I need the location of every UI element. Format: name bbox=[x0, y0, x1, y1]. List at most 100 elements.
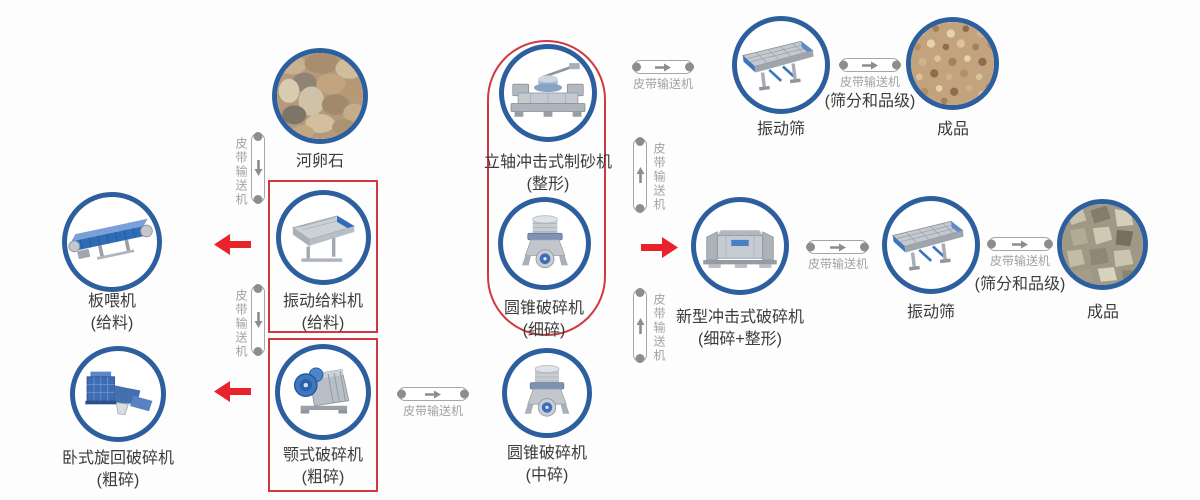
belt-conveyor-label: 皮带输送机 bbox=[989, 254, 1051, 268]
finished-product-top-label: 成品 bbox=[936, 121, 970, 138]
belt-conveyor-label: 皮带输送机 bbox=[652, 142, 666, 212]
vibrating-feeder-label: 振动给料机 bbox=[282, 293, 364, 310]
belt-conveyor-vsi-to-screen bbox=[632, 60, 694, 74]
conveyor-end-dot bbox=[860, 242, 869, 252]
horizontal-gyratory-crusher-sublabel: (粗碎) bbox=[96, 472, 140, 489]
screening-grading-mid-label: (筛分和品级) bbox=[974, 276, 1066, 293]
conveyor-end-dot bbox=[635, 137, 645, 146]
flow-arrow-left-to-plate-feeder bbox=[214, 234, 251, 255]
flow-arrow-left-to-gyratory bbox=[214, 381, 251, 402]
new-impact-crusher-icon bbox=[703, 230, 777, 268]
new-impact-crusher-node bbox=[691, 197, 789, 295]
new-impact-crusher-label: 新型冲击式破碎机 bbox=[675, 309, 805, 326]
conveyor-end-dot bbox=[253, 132, 263, 141]
finished-product-top-node bbox=[906, 17, 999, 110]
vibrating-feeder-node bbox=[276, 190, 371, 285]
jaw-crusher-label: 颚式破碎机 bbox=[282, 447, 364, 464]
arrow-up-icon bbox=[636, 317, 644, 334]
jaw-crusher-sublabel: (粗碎) bbox=[301, 469, 345, 486]
conveyor-end-dot bbox=[806, 242, 815, 252]
highlight-box-jaw-crusher bbox=[268, 338, 378, 492]
conveyor-end-dot bbox=[253, 195, 263, 204]
river-pebbles-node bbox=[272, 48, 368, 144]
belt-conveyor-label: 皮带输送机 bbox=[807, 257, 869, 271]
vibrating-screen-top-label: 振动筛 bbox=[756, 121, 806, 138]
conveyor-end-dot bbox=[685, 62, 694, 72]
cone-crusher-medium-sublabel: (中碎) bbox=[525, 467, 569, 484]
river-pebbles-icon bbox=[277, 53, 363, 139]
conveyor-end-dot bbox=[632, 62, 641, 72]
conveyor-end-dot bbox=[253, 284, 263, 293]
vsi-sand-maker-node bbox=[499, 44, 597, 142]
belt-conveyor-up-to-impact-row bbox=[633, 288, 647, 363]
conveyor-end-dot bbox=[635, 288, 645, 297]
finished-product-gravel-icon bbox=[1062, 204, 1143, 285]
screening-grading-top-label: (筛分和品级) bbox=[824, 93, 916, 110]
conveyor-end-dot bbox=[253, 347, 263, 356]
finished-product-sand-icon bbox=[911, 22, 994, 105]
belt-conveyor-feeder-to-jaw bbox=[251, 284, 265, 356]
belt-conveyor-screen-to-product-mid bbox=[987, 237, 1053, 251]
cone-crusher-medium-label: 圆锥破碎机 bbox=[506, 445, 588, 462]
arrow-right-icon bbox=[1012, 240, 1028, 248]
arrow-right-icon bbox=[655, 63, 671, 71]
conveyor-end-dot bbox=[839, 60, 848, 70]
plate-feeder-sublabel: (给料) bbox=[90, 315, 134, 332]
arrow-down-icon bbox=[254, 160, 262, 176]
vibrating-feeder-icon bbox=[291, 214, 356, 262]
river-pebbles-label: 河卵石 bbox=[295, 153, 345, 170]
plate-feeder-node bbox=[62, 192, 162, 292]
vibrating-screen-mid-icon bbox=[891, 220, 964, 271]
plate-feeder-icon bbox=[68, 218, 153, 260]
highlight-box-vibrating-feeder bbox=[268, 180, 378, 333]
belt-conveyor-impact-to-screen bbox=[806, 240, 869, 254]
conveyor-end-dot bbox=[460, 389, 469, 399]
conveyor-end-dot bbox=[987, 239, 996, 249]
conveyor-end-dot bbox=[1044, 239, 1053, 249]
finished-product-mid-label: 成品 bbox=[1086, 304, 1120, 321]
arrow-right-icon bbox=[425, 390, 441, 398]
conveyor-end-dot bbox=[397, 389, 406, 399]
new-impact-crusher-sublabel: (细碎+整形) bbox=[697, 331, 783, 348]
vsi-sand-maker-label: 立轴冲击式制砂机 bbox=[483, 154, 613, 171]
arrow-right-icon bbox=[829, 243, 846, 251]
highlight-capsule-sand-making-group bbox=[487, 40, 606, 336]
arrow-up-icon bbox=[636, 167, 644, 183]
cone-crusher-fine-icon bbox=[521, 214, 568, 268]
vibrating-screen-mid-node bbox=[882, 196, 980, 294]
plate-feeder-label: 板喂机 bbox=[87, 293, 137, 310]
vibrating-screen-mid-label: 振动筛 bbox=[906, 304, 956, 321]
cone-crusher-fine-node bbox=[498, 197, 591, 290]
vibrating-screen-top-node bbox=[732, 16, 830, 114]
finished-product-mid-node bbox=[1057, 199, 1148, 290]
vsi-sand-maker-icon bbox=[510, 63, 586, 117]
belt-conveyor-label: 皮带输送机 bbox=[402, 404, 464, 418]
conveyor-end-dot bbox=[892, 60, 901, 70]
cone-crusher-medium-icon bbox=[524, 365, 570, 417]
belt-conveyor-label: 皮带输送机 bbox=[839, 75, 901, 89]
flow-arrow-right-to-impact-crusher bbox=[641, 237, 678, 258]
vibrating-feeder-sublabel: (给料) bbox=[301, 315, 345, 332]
belt-conveyor-label: 皮带输送机 bbox=[234, 289, 248, 359]
vibrating-screen-top-icon bbox=[741, 40, 814, 91]
belt-conveyor-pebbles-to-feeder bbox=[251, 132, 265, 204]
belt-conveyor-jaw-to-cone bbox=[397, 387, 469, 401]
horizontal-gyratory-crusher-node bbox=[70, 346, 166, 442]
vsi-sand-maker-sublabel: (整形) bbox=[526, 176, 570, 193]
belt-conveyor-up-to-screen-row bbox=[633, 137, 647, 213]
conveyor-end-dot bbox=[635, 204, 645, 213]
jaw-crusher-node bbox=[275, 344, 371, 440]
belt-conveyor-label: 皮带输送机 bbox=[652, 293, 666, 363]
cone-crusher-fine-sublabel: (细碎) bbox=[522, 322, 566, 339]
belt-conveyor-screen-to-product-top bbox=[839, 58, 901, 72]
cone-crusher-medium-node bbox=[502, 348, 592, 438]
belt-conveyor-label: 皮带输送机 bbox=[234, 137, 248, 207]
horizontal-gyratory-crusher-label: 卧式旋回破碎机 bbox=[61, 450, 175, 467]
horizontal-gyratory-crusher-icon bbox=[85, 371, 153, 416]
arrow-down-icon bbox=[254, 312, 262, 328]
arrow-right-icon bbox=[862, 61, 878, 69]
jaw-crusher-icon bbox=[293, 367, 350, 414]
conveyor-end-dot bbox=[635, 354, 645, 363]
belt-conveyor-label: 皮带输送机 bbox=[632, 77, 694, 91]
